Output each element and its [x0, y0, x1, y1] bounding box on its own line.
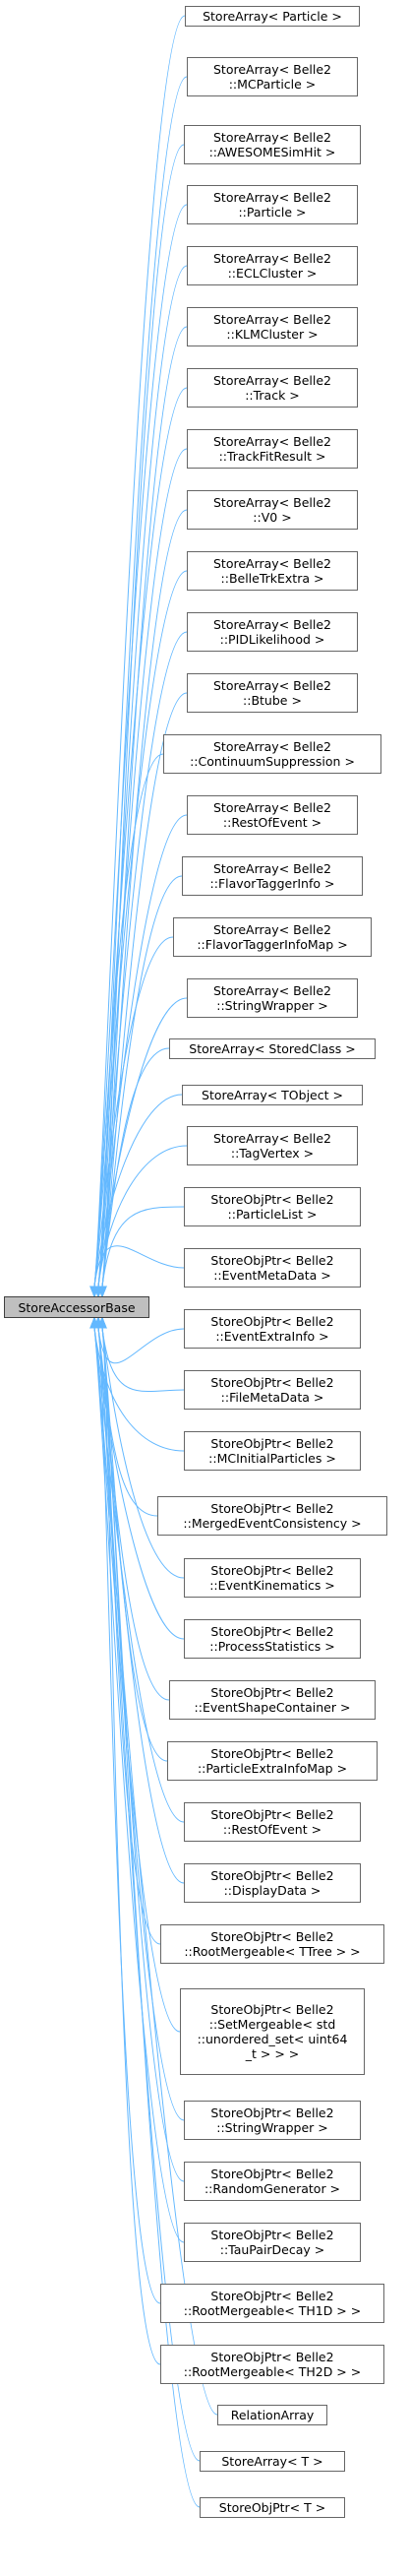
inheritance-edge: [97, 1327, 161, 2304]
derived-class-node[interactable]: StoreObjPtr< Belle2 ::EventMetaData >: [184, 1248, 361, 1288]
derived-class-node[interactable]: StoreObjPtr< Belle2 ::StringWrapper >: [184, 2101, 361, 2140]
derived-class-node[interactable]: StoreObjPtr< Belle2 ::EventExtraInfo >: [184, 1309, 361, 1349]
derived-class-node[interactable]: StoreArray< Belle2 ::PIDLikelihood >: [187, 612, 358, 652]
derived-class-node[interactable]: StoreObjPtr< Belle2 ::RootMergeable< TTr…: [160, 1924, 384, 1964]
derived-class-node[interactable]: StoreObjPtr< Belle2 ::TauPairDecay >: [184, 2223, 361, 2262]
derived-class-node[interactable]: StoreArray< Belle2 ::TrackFitResult >: [187, 429, 358, 469]
derived-class-node[interactable]: StoreObjPtr< Belle2 ::EventShapeContaine…: [169, 1680, 376, 1720]
derived-class-node[interactable]: StoreArray< StoredClass >: [169, 1037, 376, 1059]
inheritance-edge: [93, 15, 186, 1288]
inheritance-edge: [97, 1145, 188, 1288]
inheritance-edge: [93, 1094, 183, 1288]
inheritance-edge: [101, 1206, 185, 1288]
inheritance-arrowhead: [97, 1316, 107, 1329]
derived-class-node[interactable]: StoreArray< Belle2 ::V0 >: [187, 490, 358, 530]
derived-class-node[interactable]: StoreObjPtr< Belle2 ::FileMetaData >: [184, 1370, 361, 1410]
inheritance-edge: [101, 1327, 185, 1393]
inheritance-edge: [93, 1327, 185, 2243]
derived-class-node[interactable]: StoreObjPtr< Belle2 ::RootMergeable< TH2…: [160, 2345, 384, 2384]
derived-class-node[interactable]: StoreArray< Belle2 ::Btube >: [187, 673, 358, 713]
inheritance-edge: [97, 631, 188, 1288]
derived-class-node[interactable]: StoreObjPtr< Belle2 ::EventKinematics >: [184, 1558, 361, 1598]
derived-class-node[interactable]: StoreArray< Particle >: [185, 5, 360, 27]
derived-class-node[interactable]: StoreArray< TObject >: [182, 1084, 363, 1105]
inheritance-edge: [97, 814, 188, 1288]
base-class-node[interactable]: StoreAccessorBase: [4, 1296, 149, 1318]
derived-class-node[interactable]: StoreObjPtr< Belle2 ::MergedEventConsist…: [157, 1496, 387, 1536]
inheritance-edge: [93, 1327, 185, 1823]
inheritance-edge: [97, 997, 188, 1288]
inheritance-edge: [101, 1327, 161, 2365]
derived-class-node[interactable]: StoreArray< Belle2 ::StringWrapper >: [187, 978, 358, 1018]
derived-class-node[interactable]: StoreObjPtr< Belle2 ::RandomGenerator >: [184, 2162, 361, 2201]
derived-class-node[interactable]: StoreObjPtr< T >: [200, 2496, 345, 2518]
inheritance-edge: [97, 76, 188, 1288]
derived-class-node[interactable]: StoreArray< Belle2 ::FlavorTaggerInfoMap…: [173, 917, 372, 957]
derived-class-node[interactable]: StoreObjPtr< Belle2 ::MCInitialParticles…: [184, 1431, 361, 1471]
derived-class-node[interactable]: StoreArray< Belle2 ::ContinuumSuppressio…: [163, 734, 381, 774]
inheritance-edge: [93, 1245, 185, 1288]
derived-class-node[interactable]: StoreArray< Belle2 ::BelleTrkExtra >: [187, 551, 358, 591]
inheritance-edge: [97, 1327, 185, 1364]
derived-class-node[interactable]: StoreArray< Belle2 ::AWESOMESimHit >: [184, 125, 361, 164]
inheritance-edge: [97, 1327, 185, 1884]
inheritance-arrowhead: [97, 1286, 107, 1298]
derived-class-node[interactable]: StoreObjPtr< Belle2 ::ParticleList >: [184, 1187, 361, 1226]
derived-class-node[interactable]: StoreArray< Belle2 ::MCParticle >: [187, 57, 358, 96]
inheritance-edge: [93, 1327, 185, 1640]
inheritance-edge: [101, 1327, 201, 2508]
derived-class-node[interactable]: StoreArray< Belle2 ::RestOfEvent >: [187, 795, 358, 835]
derived-class-node[interactable]: StoreArray< Belle2 ::ECLCluster >: [187, 246, 358, 285]
derived-class-node[interactable]: StoreArray< Belle2 ::KLMCluster >: [187, 307, 358, 346]
inheritance-edge: [93, 1327, 185, 1452]
inheritance-edge: [97, 448, 188, 1288]
inheritance-arrowhead: [89, 1286, 99, 1298]
inheritance-edge: [93, 204, 188, 1288]
inheritance-edge: [93, 753, 164, 1288]
derived-class-node[interactable]: StoreArray< Belle2 ::FlavorTaggerInfo >: [182, 856, 363, 896]
derived-class-node[interactable]: StoreArray< T >: [200, 2450, 345, 2472]
derived-class-node[interactable]: StoreObjPtr< Belle2 ::RestOfEvent >: [184, 1802, 361, 1842]
inheritance-edge: [97, 1327, 201, 2462]
derived-class-node[interactable]: StoreObjPtr< Belle2 ::RootMergeable< TH1…: [160, 2284, 384, 2323]
derived-class-node[interactable]: StoreArray< Belle2 ::Track >: [187, 368, 358, 408]
inheritance-edge: [93, 570, 188, 1288]
inheritance-edge: [101, 326, 188, 1288]
derived-class-node[interactable]: StoreObjPtr< Belle2 ::ParticleExtraInfoM…: [167, 1741, 378, 1781]
derived-class-node[interactable]: RelationArray: [217, 2404, 327, 2425]
derived-class-node[interactable]: StoreObjPtr< Belle2 ::SetMergeable< std …: [180, 1988, 365, 2075]
inheritance-edge: [101, 1327, 185, 1579]
derived-class-node[interactable]: StoreObjPtr< Belle2 ::ProcessStatistics …: [184, 1619, 361, 1659]
inheritance-edge: [101, 1047, 170, 1288]
derived-class-node[interactable]: StoreArray< Belle2 ::TagVertex >: [187, 1126, 358, 1165]
derived-class-node[interactable]: StoreArray< Belle2 ::Particle >: [187, 185, 358, 224]
derived-class-node[interactable]: StoreObjPtr< Belle2 ::DisplayData >: [184, 1863, 361, 1903]
inheritance-edge: [101, 692, 188, 1288]
inheritance-edge: [93, 936, 174, 1288]
